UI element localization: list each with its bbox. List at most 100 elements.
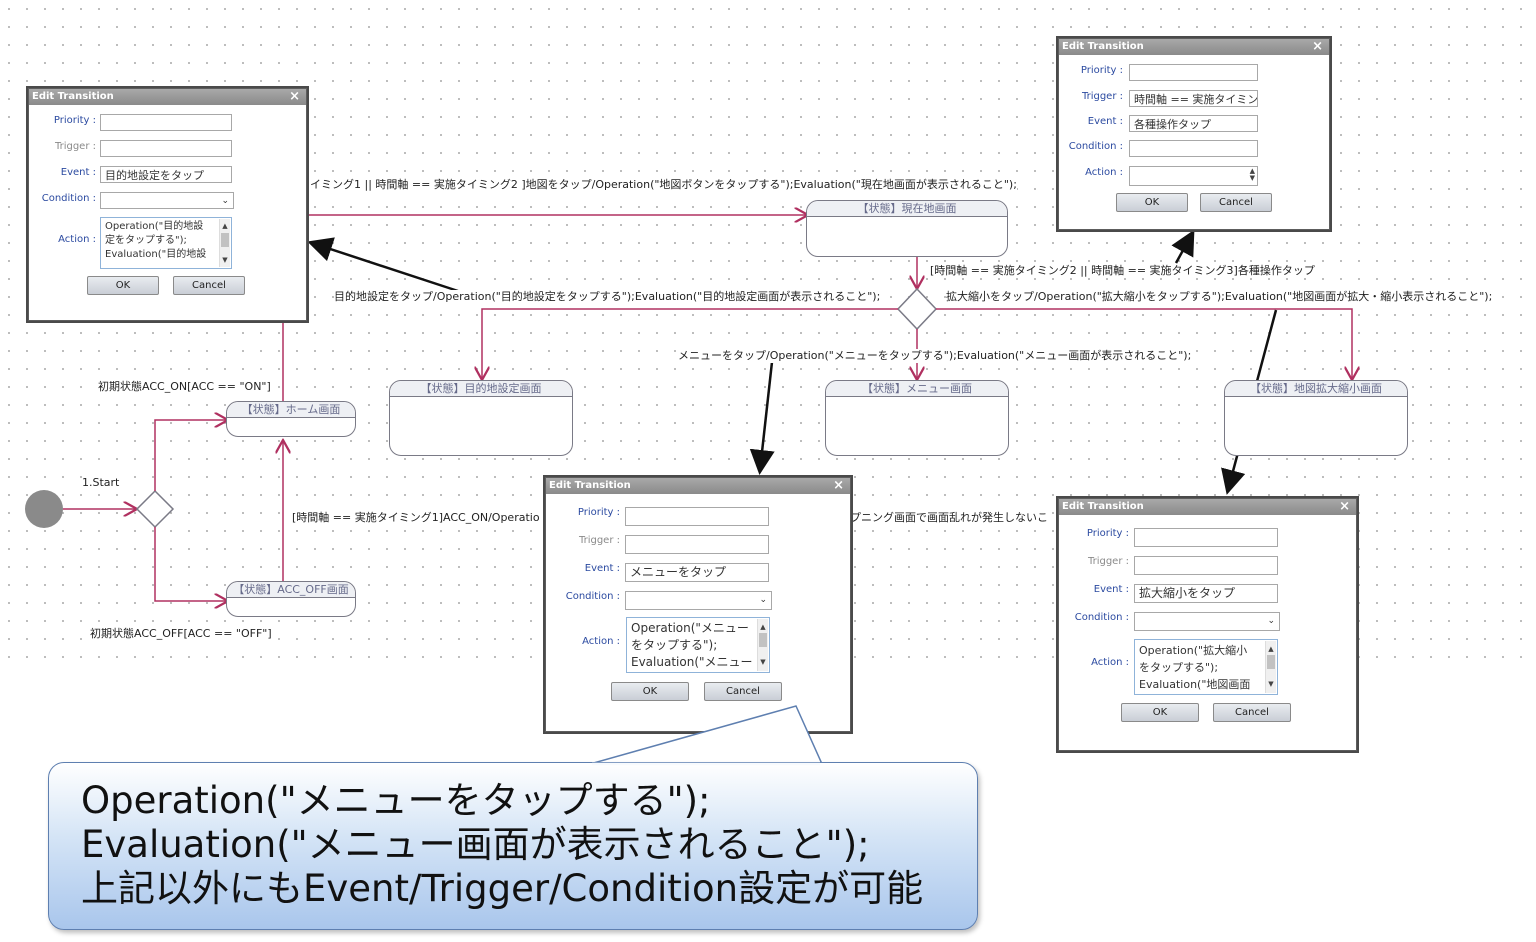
trigger-field[interactable] xyxy=(1134,556,1278,575)
edge-label-branch-guard: [時間軸 == 実施タイミング2 || 時間軸 == 実施タイミング3]各種操作… xyxy=(930,264,1315,278)
event-field[interactable]: 各種操作タップ xyxy=(1129,115,1258,132)
scroll-up-icon[interactable]: ▲ xyxy=(760,623,766,631)
action-textarea[interactable]: Operation("拡大縮小 をタップする"); Evaluation("地図… xyxy=(1134,639,1278,695)
priority-field[interactable] xyxy=(1129,64,1258,81)
action-field[interactable]: ▲▼ xyxy=(1129,166,1258,186)
scrollbar[interactable]: ▲▼ xyxy=(757,619,768,671)
event-field[interactable]: 目的地設定をタップ xyxy=(100,166,232,183)
trigger-label: Trigger : xyxy=(54,141,96,152)
edge-label-to-dest: 目的地設定をタップ/Operation("目的地設定をタップする");Evalu… xyxy=(334,290,881,304)
action-textarea[interactable]: Operation("目的地設 定をタップする"); Evaluation("目… xyxy=(100,217,232,269)
priority-field[interactable] xyxy=(1134,528,1278,547)
callout-line-3: 上記以外にもEvent/Trigger/Condition設定が可能 xyxy=(81,867,924,910)
action-label: Action : xyxy=(1091,657,1129,668)
close-icon[interactable]: × xyxy=(833,478,844,493)
state-title: 【状態】メニュー画面 xyxy=(826,381,1008,397)
trigger-label: Trigger : xyxy=(1081,91,1123,102)
action-line: Evaluation("目的地設 xyxy=(105,249,207,260)
scroll-down-icon[interactable]: ▼ xyxy=(1268,680,1274,688)
action-textarea[interactable]: Operation("メニュー をタップする"); Evaluation("メニ… xyxy=(626,617,770,673)
scrollbar[interactable]: ▲▼ xyxy=(219,219,230,267)
action-line: 定をタップする"); xyxy=(105,235,187,246)
priority-label: Priority : xyxy=(1080,65,1123,76)
condition-label: Condition : xyxy=(1068,141,1123,152)
state-title: 【状態】地図拡大縮小画面 xyxy=(1225,381,1407,397)
ok-button[interactable]: OK xyxy=(1116,193,1188,212)
event-label: Event : xyxy=(584,563,620,574)
condition-select[interactable]: ⌄ xyxy=(625,591,772,610)
state-title: 【状態】ACC_OFF画面 xyxy=(227,582,355,598)
edge-label-to-zoom: 拡大縮小をタップ/Operation("拡大縮小をタップする");Evaluat… xyxy=(946,290,1493,304)
dialog-title-bar: Edit Transition× xyxy=(546,478,850,494)
state-acc-off[interactable]: 【状態】ACC_OFF画面 xyxy=(226,581,356,617)
action-label: Action : xyxy=(1085,167,1123,178)
ok-button[interactable]: OK xyxy=(1121,703,1199,722)
trigger-field[interactable]: 時間軸 == 実施タイミン xyxy=(1129,90,1258,107)
priority-field[interactable] xyxy=(625,507,769,526)
action-line: Operation("メニュー xyxy=(631,621,749,635)
edge-label-opening: プニング画面で画面乱れが発生しないこ xyxy=(850,511,1048,525)
initial-node xyxy=(25,490,63,528)
event-label: Event : xyxy=(1087,116,1123,127)
chevron-down-icon: ⌄ xyxy=(221,196,229,206)
action-line: Operation("目的地設 xyxy=(105,221,204,232)
cancel-button[interactable]: Cancel xyxy=(704,682,782,701)
ok-button[interactable]: OK xyxy=(611,682,689,701)
callout-line-2: Evaluation("メニュー画面が表示されること"); xyxy=(81,823,870,866)
cancel-button[interactable]: Cancel xyxy=(1200,193,1272,212)
action-label: Action : xyxy=(58,234,96,245)
priority-field[interactable] xyxy=(100,114,232,131)
event-field[interactable]: 拡大縮小をタップ xyxy=(1134,584,1278,603)
action-line: Evaluation("地図画面 xyxy=(1139,678,1251,691)
state-destination[interactable]: 【状態】目的地設定画面 xyxy=(389,380,573,456)
cancel-button[interactable]: Cancel xyxy=(173,276,245,295)
edge-label-to-menu: メニューをタップ/Operation("メニューをタップする");Evaluat… xyxy=(678,349,1192,363)
condition-label: Condition : xyxy=(41,193,96,204)
close-icon[interactable]: × xyxy=(1339,499,1350,514)
callout-text: Operation("メニューをタップする"); Evaluation("メニュ… xyxy=(81,779,923,911)
condition-field[interactable] xyxy=(1129,140,1258,157)
edge-label-home-back: [時間軸 == 実施タイミング1]ACC_ON/Operatio xyxy=(292,511,540,525)
dialog-title-bar: Edit Transition × xyxy=(29,89,306,105)
dialog-title: Edit Transition xyxy=(1062,501,1144,512)
state-menu[interactable]: 【状態】メニュー画面 xyxy=(825,380,1009,456)
priority-label: Priority : xyxy=(577,507,620,518)
event-label: Event : xyxy=(60,167,96,178)
trigger-label: Trigger : xyxy=(1087,556,1129,567)
state-title: 【状態】現在地画面 xyxy=(807,201,1007,217)
condition-select[interactable]: ⌄ xyxy=(1134,612,1280,631)
state-current-map[interactable]: 【状態】現在地画面 xyxy=(806,200,1008,257)
state-home[interactable]: 【状態】ホーム画面 xyxy=(226,401,356,437)
state-title: 【状態】目的地設定画面 xyxy=(390,381,572,397)
dialog-title: Edit Transition xyxy=(32,91,114,102)
event-label: Event : xyxy=(1093,584,1129,595)
trigger-field[interactable] xyxy=(625,535,769,554)
scroll-up-icon[interactable]: ▲ xyxy=(1268,645,1274,653)
edge-label-init-on: 初期状態ACC_ON[ACC == "ON"] xyxy=(98,380,271,394)
trigger-field[interactable] xyxy=(100,140,232,157)
dialog-title-bar: Edit Transition× xyxy=(1059,39,1329,55)
edit-transition-dialog-branch: Edit Transition× Priority : Trigger : 時間軸… xyxy=(1058,38,1330,230)
event-field[interactable]: メニューをタップ xyxy=(625,563,769,582)
condition-label: Condition : xyxy=(1074,612,1129,623)
action-line: Evaluation("メニュー xyxy=(631,655,753,669)
condition-select[interactable]: ⌄ xyxy=(100,192,234,209)
cancel-button[interactable]: Cancel xyxy=(1213,703,1291,722)
spinner-icon[interactable]: ▲▼ xyxy=(1249,167,1255,182)
condition-label: Condition : xyxy=(565,591,620,602)
state-map-zoom[interactable]: 【状態】地図拡大縮小画面 xyxy=(1224,380,1408,456)
scrollbar[interactable]: ▲▼ xyxy=(1265,641,1276,693)
close-icon[interactable]: × xyxy=(289,89,300,104)
scroll-down-icon[interactable]: ▼ xyxy=(760,658,766,666)
ok-button[interactable]: OK xyxy=(87,276,159,295)
scroll-up-icon[interactable]: ▲ xyxy=(222,222,228,230)
edit-transition-dialog-destination: Edit Transition× Priority : Trigger : Ev… xyxy=(28,88,307,321)
state-title: 【状態】ホーム画面 xyxy=(227,402,355,418)
scroll-down-icon[interactable]: ▼ xyxy=(222,256,228,264)
action-line: をタップする"); xyxy=(1139,661,1219,674)
start-label: 1.Start xyxy=(82,476,120,490)
close-icon[interactable]: × xyxy=(1312,39,1323,54)
dialog-title-bar: Edit Transition × xyxy=(1059,499,1356,515)
edit-transition-dialog-zoom: Edit Transition× Priority : Trigger : Ev… xyxy=(1058,498,1357,751)
trigger-label: Trigger : xyxy=(578,535,620,546)
